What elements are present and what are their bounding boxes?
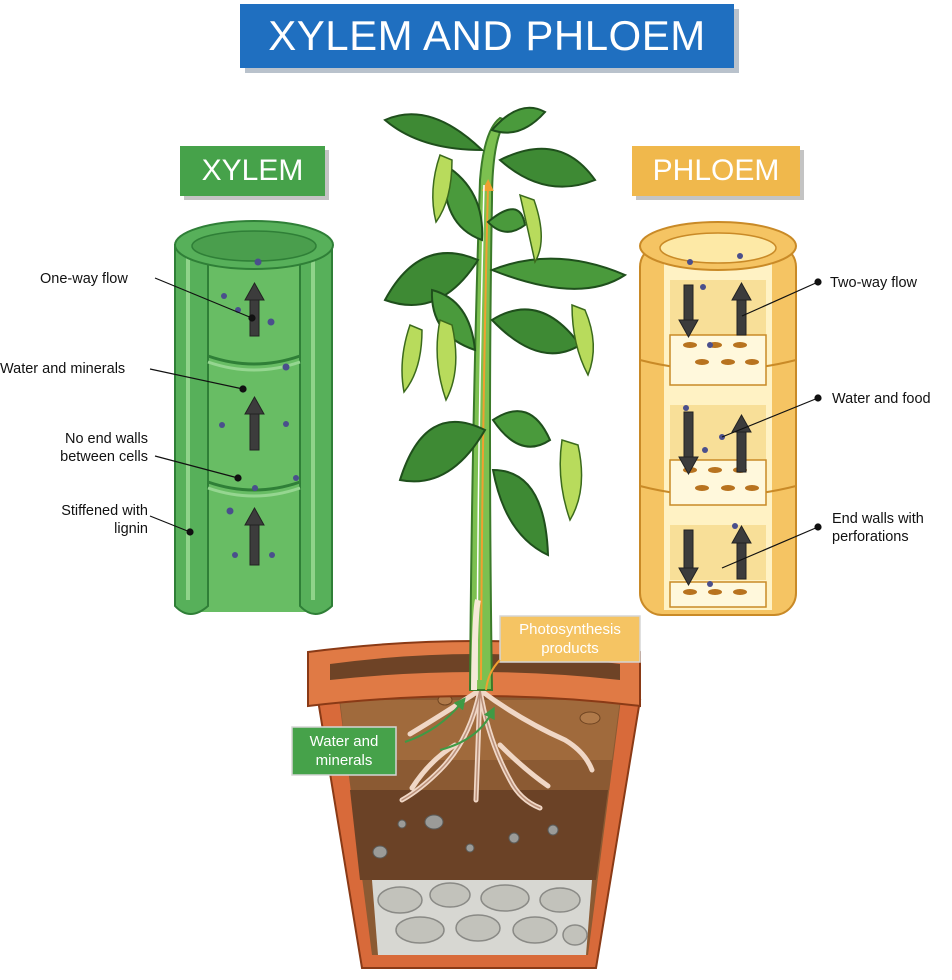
pea-pods <box>401 153 595 522</box>
xylem-heading-box: XYLEM <box>180 146 325 196</box>
xylem-label-no-end-walls-line1: No end walls <box>64 431 148 447</box>
xylem-label-stiffened: Stiffened with lignin <box>30 502 148 538</box>
phloem-tube <box>639 221 797 616</box>
phloem-label-end-walls-line2: perforations <box>832 529 909 545</box>
water-minerals-label-line2: minerals <box>315 752 373 769</box>
phloem-heading-box: PHLOEM <box>632 146 800 196</box>
water-minerals-box <box>291 726 397 776</box>
phloem-label-water-food: Water and food <box>832 391 931 407</box>
photosynthesis-label-line1: Photosynthesis <box>519 621 621 638</box>
flower-pot <box>307 640 642 969</box>
title-banner: XYLEM AND PHLOEM <box>240 4 734 68</box>
phloem-heading: PHLOEM <box>652 154 780 187</box>
phloem-label-end-walls-line1: End walls with <box>832 511 924 527</box>
water-minerals-label: Water and minerals <box>292 732 396 770</box>
xylem-leader-lines <box>149 277 256 536</box>
plant-leaves <box>383 106 628 557</box>
photosynthesis-label-line2: products <box>541 640 599 657</box>
xylem-label-stiffened-line1: Stiffened with <box>61 503 148 519</box>
photosynthesis-label: Photosynthesis products <box>500 620 640 658</box>
xylem-label-stiffened-line2: lignin <box>114 521 148 537</box>
water-minerals-label-line1: Water and <box>309 733 379 750</box>
xylem-tube <box>174 220 334 615</box>
xylem-label-one-way-flow: One-way flow <box>40 271 128 287</box>
page-title: XYLEM AND PHLOEM <box>268 12 706 59</box>
photosynthesis-box <box>499 615 641 663</box>
xylem-label-water-minerals: Water and minerals <box>0 361 126 377</box>
xylem-heading: XYLEM <box>201 154 304 187</box>
xylem-label-no-end-walls: No end walls between cells <box>30 430 148 466</box>
xylem-label-no-end-walls-line2: between cells <box>60 449 148 465</box>
phloem-label-two-way-flow: Two-way flow <box>830 275 918 291</box>
phloem-label-end-walls: End walls with perforations <box>832 510 924 546</box>
phloem-leader-lines <box>721 278 822 569</box>
